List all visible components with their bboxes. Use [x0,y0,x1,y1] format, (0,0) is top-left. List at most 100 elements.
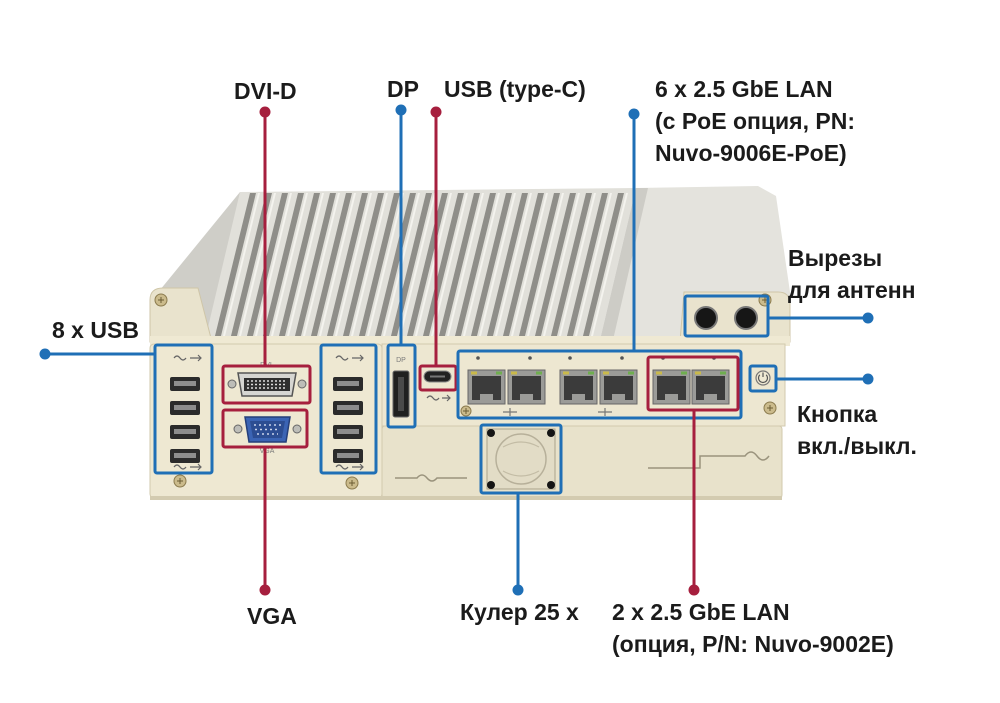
callout-vga [221,408,309,596]
callout-dot [39,348,51,360]
heatsink-fin-groove [358,193,400,340]
heatsink-fin-groove [342,193,384,340]
callout-box [319,343,378,475]
heatsink-fin-highlight [334,193,372,340]
heatsink-fin-highlight [494,193,532,340]
label-line: 6 x 2.5 GbE LAN [655,76,833,102]
label-line: (опция, P/N: Nuvo-9002E) [612,631,894,657]
callout-6x-lan [456,108,743,420]
rj45-lan-port [599,369,638,405]
heatsink-fin-groove [486,193,528,340]
heatsink-fin-groove [246,193,288,340]
heatsink-fin-groove [518,193,560,340]
label-dp: DP [387,76,419,102]
heatsink [150,186,790,340]
heatsink-fin-highlight [398,193,436,340]
heatsink-fin-groove [534,193,576,340]
panel-decoration [395,474,467,482]
heatsink-fin-groove [550,193,592,340]
label-line: Кнопка [797,401,878,427]
heatsink-fin-highlight [574,193,612,340]
callout-box [153,343,214,475]
screw-icon [763,401,777,415]
callout-box [418,364,458,392]
callout-2x-lan [646,355,740,596]
callout-cooler [479,423,563,596]
panel-decoration [648,451,770,469]
label-line: Nuvo-9006E-PoE) [655,140,847,166]
callout-antenna-cutouts [683,294,874,338]
heatsink-fin-highlight [446,193,484,340]
usb-superspeed-icon [335,463,364,471]
callout-dot [430,106,442,118]
usb-port [170,425,200,439]
callout-box [456,349,743,420]
heatsink-fin-highlight [478,193,516,340]
cooler-fan [486,428,556,490]
antenna-hole [694,306,718,330]
callout-dot [259,106,271,118]
heatsink-fin-highlight [366,193,404,340]
callout-dvi-d [221,106,312,405]
label-line: (с PoE опция, PN: [655,108,855,134]
label-8x-usb: 8 x USB [52,317,139,343]
usb-port [170,377,200,391]
callout-dot [862,312,874,324]
heatsink-fin-highlight [286,193,324,340]
front-top-strip [150,336,790,346]
heatsink-fins [214,193,628,340]
heatsink-fin-highlight [558,193,596,340]
callout-box [479,423,563,495]
heatsink-fin-groove [262,193,304,340]
usb-superspeed-icon [173,463,202,471]
screw-icon [154,293,168,307]
usb-port [170,401,200,415]
callout-box [221,364,312,405]
heatsink-cover-edge [600,188,648,340]
heatsink-fin-groove [294,193,336,340]
heatsink-fin-highlight [526,193,564,340]
right-lower-panel [381,425,783,499]
displayport-port [392,370,410,418]
heatsink-fin-highlight [462,193,500,340]
power-icon [757,372,769,384]
heatsink-fin-highlight [302,193,340,340]
heatsink-fin-groove [470,193,512,340]
rj45-lan-port [467,369,506,405]
heatsink-fin-groove [310,193,352,340]
heatsink-fin-highlight [510,193,548,340]
rj45-lan-port [652,369,691,405]
heatsink-fin-groove [374,193,416,340]
label-vga: VGA [247,603,297,629]
label-line: для антенн [788,277,916,303]
usb-port [333,449,363,463]
usb-superspeed-icon [426,394,451,402]
callout-dp [386,104,417,429]
callout-power-button [748,364,874,393]
dp-marking: DP [396,357,406,364]
callouts [39,104,874,596]
rj45-lan-port [559,369,598,405]
dvi-port [227,372,307,397]
usb-type-c-port [423,370,452,383]
usb-port [333,401,363,415]
label-usb-type-c: USB (type-C) [444,76,586,102]
usb-port [170,449,200,463]
label-6x-lan: 6 x 2.5 GbE LAN (с PoE опция, PN: Nuvo-9… [655,73,855,169]
screw-icon [345,476,359,490]
callout-usb-type-c [418,106,458,392]
usb-superspeed-icon [173,354,202,362]
callout-dot [688,584,700,596]
heatsink-fin-highlight [430,193,468,340]
heatsink-fin-groove [230,193,272,340]
heatsink-fin-highlight [318,193,356,340]
heatsink-fin-groove [502,193,544,340]
screw-icon [460,405,472,417]
rj45-lan-port [691,369,730,405]
callout-8x-usb [39,343,378,475]
heatsink-fin-highlight [542,193,580,340]
bottom-edge [150,496,782,500]
callout-box [683,294,770,338]
